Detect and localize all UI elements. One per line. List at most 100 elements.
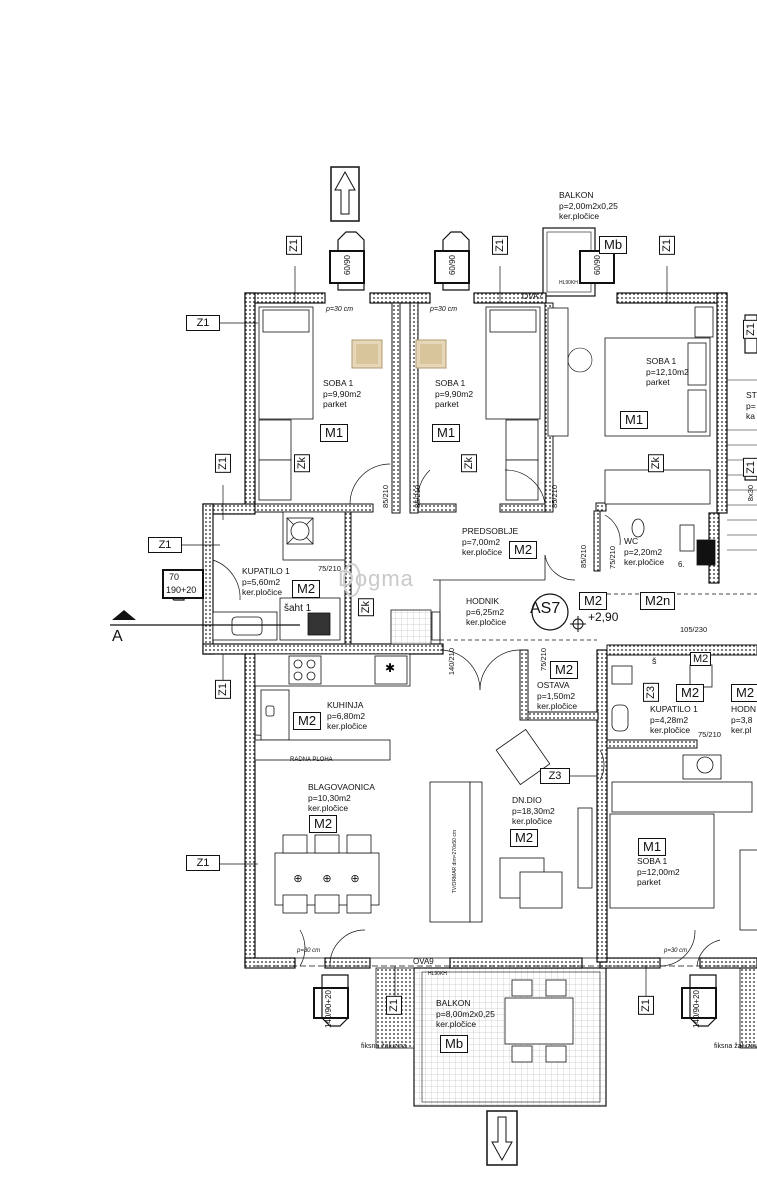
material-tag: M2 xyxy=(293,712,322,730)
zk-tag: Zk xyxy=(358,598,374,617)
room-furniture xyxy=(609,781,757,931)
section-marker xyxy=(110,610,300,626)
z1-tag: Z1 xyxy=(215,454,231,473)
double-bed xyxy=(604,306,714,505)
material-tag: Mb xyxy=(599,236,628,254)
hl-label: HL90KH xyxy=(559,280,578,286)
z1-tag: Z1 xyxy=(186,315,220,331)
door-dim: 85/210 xyxy=(550,485,559,508)
bed xyxy=(485,306,541,501)
material-tag: M2 xyxy=(550,661,579,679)
z1-tag: Z1 xyxy=(286,236,302,255)
bed xyxy=(258,306,314,501)
cut-label: š xyxy=(652,656,657,666)
dim-label: p=30 cm xyxy=(664,948,688,954)
door-dim: 75/210 xyxy=(539,648,548,671)
num-label: 6. xyxy=(678,560,685,569)
shaft-label: šaht 1 xyxy=(284,603,312,614)
fan-icon: ✱ xyxy=(385,661,395,675)
door-dim: 85/210 xyxy=(579,545,588,568)
dining-table xyxy=(274,834,380,914)
door-dim: 140/210 xyxy=(447,648,456,676)
svg-text:⊕: ⊕ xyxy=(350,873,359,885)
svg-text:⊕: ⊕ xyxy=(322,873,331,885)
z1-tag-cut: Z1 xyxy=(743,320,757,339)
material-tag: M2 xyxy=(731,684,757,702)
material-tag-cut: M2 xyxy=(690,652,712,666)
door-dim: 85/210 xyxy=(381,485,390,508)
material-tag: M1 xyxy=(432,424,461,442)
south-arrow-icon xyxy=(486,1110,518,1166)
z1-tag: Z1 xyxy=(148,537,182,553)
window-label: 60/90 xyxy=(593,255,602,276)
section-letter: A xyxy=(112,628,123,645)
leader-lines xyxy=(180,266,668,998)
material-tag: Mb xyxy=(440,1035,469,1053)
level-value: +2,90 xyxy=(588,610,619,624)
dim-label: p=30 cm xyxy=(430,306,458,313)
dim-label: p=30 cm xyxy=(297,948,321,954)
window-marker xyxy=(162,569,717,1027)
unit-code: AS7 xyxy=(530,600,561,617)
material-tag: M2 xyxy=(509,541,538,559)
stair-dim: 8x30 xyxy=(746,485,755,502)
z1-tag: Z1 xyxy=(386,996,402,1015)
window-marker xyxy=(329,231,615,291)
window-label: 140/90+20 xyxy=(324,990,333,1029)
shutter-label: fiksna žaluzina xyxy=(361,1043,407,1050)
z3-tag: Z3 xyxy=(540,768,570,784)
interior-lines xyxy=(255,555,757,967)
zk-tag: Zk xyxy=(648,454,664,473)
window-label: 70 xyxy=(169,572,180,582)
bathroom-fixtures xyxy=(212,511,346,641)
material-tag: M2 xyxy=(579,592,608,610)
door-dim: 75/210 xyxy=(608,546,617,569)
zk-tag: Zk xyxy=(461,454,477,473)
hl-label: HL90KH xyxy=(428,971,447,977)
door-dim: 85/210 xyxy=(413,485,422,508)
kitchen-counter xyxy=(254,609,432,761)
door-dim: 75/210 xyxy=(318,564,341,573)
ova-label: OVA7 xyxy=(522,292,543,301)
z1-tag-cut: Z1 xyxy=(743,458,757,477)
zk-tag: Zk xyxy=(294,454,310,473)
tv-label: TV/ORMAR dim=270x50 cm xyxy=(452,830,458,894)
z1-tag: Z1 xyxy=(638,996,654,1015)
door-dim: 105/230 xyxy=(680,625,708,634)
sofa xyxy=(429,728,593,923)
balcony-table xyxy=(504,979,574,1063)
z1-tag: Z1 xyxy=(492,236,508,255)
watermark: Dogma xyxy=(338,566,414,591)
level-marker-icon xyxy=(531,593,586,632)
material-tag: M1 xyxy=(638,838,667,856)
material-tag: M2 xyxy=(309,815,338,833)
svg-text:⊕: ⊕ xyxy=(293,873,302,885)
watermark-logo xyxy=(343,563,361,597)
window-label: 190+20 xyxy=(166,585,197,595)
dim-label: p=30 cm xyxy=(326,306,354,313)
z1-tag: Z1 xyxy=(186,855,220,871)
material-tag: M2 xyxy=(676,684,705,702)
material-tag: M2 xyxy=(510,829,539,847)
material-tag: M2 xyxy=(292,580,321,598)
north-arrow-icon xyxy=(330,166,360,222)
interior-walls xyxy=(254,302,757,749)
stairs xyxy=(727,379,757,551)
window-label: 60/90 xyxy=(343,255,352,276)
counter-label: RADNA PLOHA xyxy=(290,757,333,763)
z3-tag: Z3 xyxy=(643,683,659,702)
